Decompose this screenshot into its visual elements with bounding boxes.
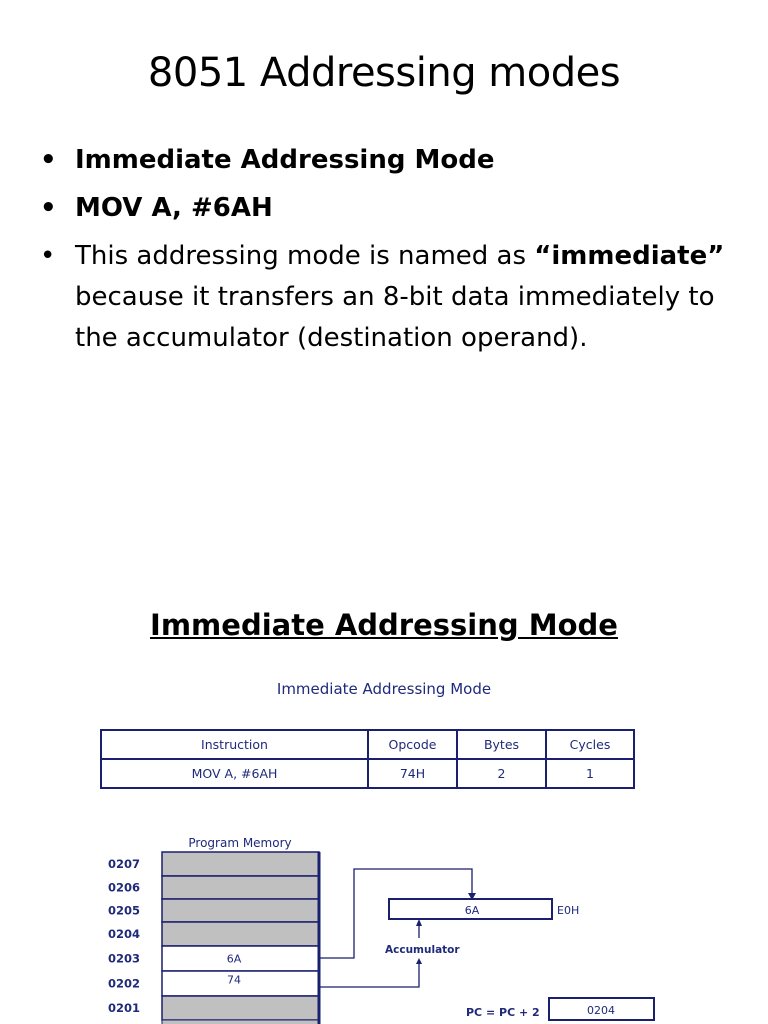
table-header-row: Instruction Opcode Bytes Cycles [100,729,635,760]
memory-address: 0206 [108,881,140,895]
memory-cell [161,1019,320,1024]
arrow-head [416,958,422,964]
bullet-text: because it transfers an 8-bit data immed… [75,282,715,353]
bullet-item: Immediate Addressing Mode [40,140,740,181]
slide-title: 8051 Addressing modes [147,50,621,96]
accumulator-box [388,898,553,920]
table-header: Cycles [545,729,635,760]
memory-address: 0204 [108,927,140,941]
memory-cell [161,921,320,947]
pc-box [548,997,655,1021]
opcode-arrow [320,962,420,988]
memory-value: 74 [227,974,241,987]
memory-cell [161,995,320,1021]
table-cell: 1 [545,758,635,789]
table-header: Instruction [100,729,369,760]
memory-value: 6A [227,953,242,966]
instruction-table: Instruction Opcode Bytes Cycles MOV A, #… [100,729,635,789]
memory-address: 0201 [108,1001,140,1015]
arrow-head [416,919,422,926]
bullet-item: This addressing mode is named as “immedi… [40,236,740,359]
memory-cell [161,875,320,900]
accumulator-address: E0H [557,904,579,917]
bullet-item: MOV A, #6AH [40,188,740,229]
memory-cell [161,851,320,877]
table-cell: 74H [367,758,458,789]
memory-address: 0207 [108,857,140,871]
accumulator-value: 6A [465,904,480,917]
bullet-text: This addressing mode is named as [75,241,535,271]
memory-cell [161,945,320,972]
table-header: Opcode [367,729,458,760]
table-cell: MOV A, #6AH [100,758,369,789]
bullet-list: Immediate Addressing Mode MOV A, #6AH Th… [40,140,740,366]
table-row: MOV A, #6AH 74H 2 1 [100,758,635,789]
figure-title: Immediate Addressing Mode [276,680,492,698]
bullet-bold-text: “immediate” [534,241,725,271]
section-heading: Immediate Addressing Mode [150,608,618,642]
memory-rows: 0207 0206 0205 0204 0203 6A 0202 74 0201 [108,851,320,1024]
data-arrow [320,868,473,959]
arrow-head [468,893,476,900]
memory-address: 0202 [108,977,140,991]
accumulator-label: Accumulator [385,944,460,956]
pc-value: 0204 [587,1004,615,1017]
table-header: Bytes [456,729,547,760]
table-cell: 2 [456,758,547,789]
memory-label: Program Memory [188,836,291,850]
memory-cell [161,970,320,997]
pc-label: PC = PC + 2 [466,1006,540,1019]
memory-address: 0203 [108,952,140,966]
memory-address: 0205 [108,904,140,918]
memory-cell [161,898,320,923]
